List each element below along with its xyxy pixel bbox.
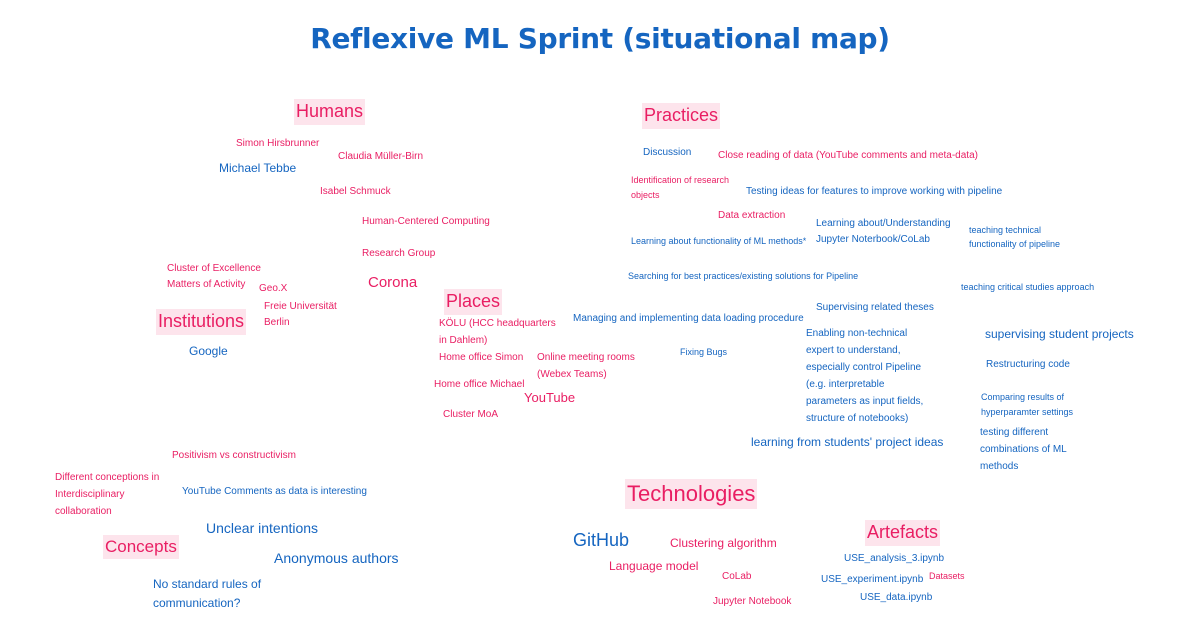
practice-discussion: Discussion xyxy=(643,147,692,158)
concept-conceptions: Different conceptions in Interdisciplina… xyxy=(55,472,160,517)
technology-jupyter: Jupyter Notebook xyxy=(713,596,792,607)
institution-geox: Geo.X xyxy=(259,283,288,294)
human-research-group: Research Group xyxy=(362,248,436,259)
place-home-michael: Home office Michael xyxy=(434,379,525,390)
technology-language-model: Language model xyxy=(609,559,699,573)
practice-teaching-critical: teaching critical studies approach xyxy=(961,282,1095,292)
practice-fixing-bugs: Fixing Bugs xyxy=(680,347,728,357)
artefact-datasets: Datasets xyxy=(929,571,965,581)
map-title: Reflexive ML Sprint (situational map) xyxy=(310,22,890,55)
practice-teaching-technical: teaching technical functionality of pipe… xyxy=(969,225,1061,249)
human-corona: Corona xyxy=(368,274,418,291)
practice-restructuring: Restructuring code xyxy=(986,359,1070,370)
concept-unclear-intentions: Unclear intentions xyxy=(206,520,319,536)
artefact-analysis: USE_analysis_3.ipynb xyxy=(844,553,945,564)
concept-anonymous-authors: Anonymous authors xyxy=(274,550,399,566)
artefact-experiment: USE_experiment.ipynb xyxy=(821,574,924,585)
category-artefacts: Artefacts xyxy=(865,520,941,546)
concept-positivism: Positivism vs constructivism xyxy=(172,450,296,461)
institution-matters: Matters of Activity xyxy=(167,279,246,290)
category-places: Places xyxy=(444,289,503,315)
technology-github: GitHub xyxy=(573,530,630,550)
place-home-simon: Home office Simon xyxy=(439,352,524,363)
category-humans: Humans xyxy=(294,99,366,125)
category-institutions: Institutions xyxy=(156,309,247,335)
institution-google: Google xyxy=(189,344,228,358)
human-simon: Simon Hirsbrunner xyxy=(236,138,320,149)
practice-comparing: Comparing results of hyperparamter setti… xyxy=(981,392,1074,417)
category-technologies: Technologies xyxy=(625,479,758,510)
human-claudia: Claudia Müller-Birn xyxy=(338,151,424,162)
practice-testing-combinations: testing different combinations of ML met… xyxy=(980,427,1067,472)
practice-learning-students: learning from students' project ideas xyxy=(751,435,944,449)
practice-supervising-projects: supervising student projects xyxy=(985,327,1134,341)
practice-learning-ml: Learning about functionality of ML metho… xyxy=(631,236,807,246)
institution-fu-line2: Berlin xyxy=(264,317,290,328)
category-practices: Practices xyxy=(642,103,721,129)
practice-supervising-theses: Supervising related theses xyxy=(816,302,934,313)
institution-fu-line1: Freie Universität xyxy=(264,301,337,312)
concept-no-rules: No standard rules of communication? xyxy=(153,577,262,610)
practice-searching: Searching for best practices/existing so… xyxy=(628,271,859,281)
practice-close-reading: Close reading of data (YouTube comments … xyxy=(718,150,978,161)
human-michael: Michael Tebbe xyxy=(219,161,297,175)
practice-enabling: Enabling non-technical expert to underst… xyxy=(806,328,924,424)
technology-clustering: Clustering algorithm xyxy=(670,536,777,550)
place-youtube: YouTube xyxy=(524,390,576,405)
place-online-rooms: Online meeting rooms (Webex Teams) xyxy=(537,352,635,380)
institution-cluster: Cluster of Excellence xyxy=(167,263,261,274)
place-kolu: KÖLU (HCC headquarters in Dahlem) xyxy=(439,318,556,346)
practice-managing: Managing and implementing data loading p… xyxy=(573,313,804,324)
artefact-data: USE_data.ipynb xyxy=(860,592,933,603)
practice-learning-jupyter: Learning about/Understanding Jupyter Not… xyxy=(816,218,951,245)
practice-testing-ideas: Testing ideas for features to improve wo… xyxy=(746,186,1003,197)
concept-youtube-comments: YouTube Comments as data is interesting xyxy=(182,486,367,497)
human-isabel: Isabel Schmuck xyxy=(320,186,391,197)
category-concepts: Concepts xyxy=(103,535,179,560)
technology-colab: CoLab xyxy=(722,571,752,582)
place-cluster-moa: Cluster MoA xyxy=(443,409,499,420)
practice-data-extraction: Data extraction xyxy=(718,210,786,221)
human-hcc: Human-Centered Computing xyxy=(362,216,490,227)
practice-identification: Identification of research objects xyxy=(631,175,730,200)
